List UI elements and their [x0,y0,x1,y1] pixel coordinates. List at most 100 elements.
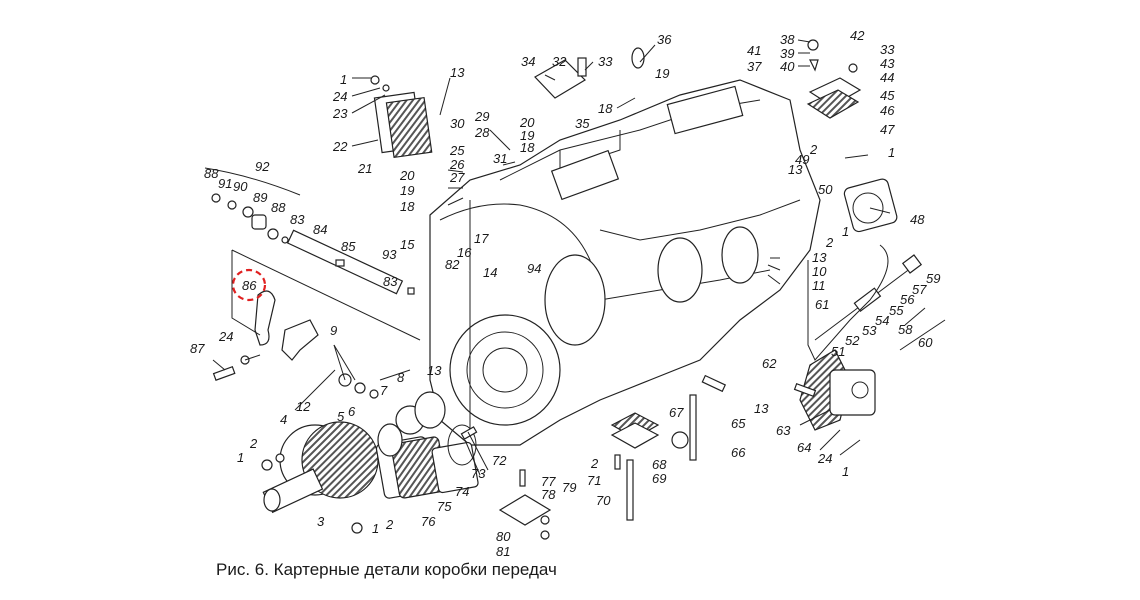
part-label-35: 35 [575,116,590,131]
part-label-43: 43 [880,56,895,71]
cover-22 [370,75,433,159]
part-label-32: 32 [552,54,567,69]
part-label-13: 13 [788,162,803,177]
part-label-18: 18 [520,140,535,155]
part-label-39: 39 [780,46,795,61]
part-label-76: 76 [421,514,436,529]
part-label-13: 13 [754,401,769,416]
part-label-36: 36 [657,32,672,47]
part-label-19: 19 [520,128,535,143]
part-label-28: 28 [475,125,490,140]
part-label-70: 70 [596,493,611,508]
part-label-33: 33 [598,54,613,69]
part-label-13: 13 [812,250,827,265]
highlight-part-86 [231,268,267,302]
part-label-67: 67 [669,405,684,420]
part-label-24: 24 [219,329,234,344]
part-label-59: 59 [926,271,941,286]
part-label-1: 1 [842,224,850,239]
part-label-92: 92 [255,159,270,174]
part-label-94: 94 [527,261,542,276]
part-label-66: 66 [731,445,746,460]
part-label-88: 88 [204,166,219,181]
part-label-75: 75 [437,499,452,514]
part-label-27: 27 [450,170,465,185]
part-label-42: 42 [850,28,865,43]
part-label-1: 1 [842,464,850,479]
cover-80 [498,469,552,540]
part-label-1: 1 [888,145,896,160]
part-label-49: 49 [795,152,810,167]
part-label-64: 64 [797,440,812,455]
part-label-62: 62 [762,356,777,371]
part-label-44: 44 [880,70,895,85]
leader-lines [212,39,946,476]
bracket-86-top [231,249,421,341]
part-label-18: 18 [400,199,415,214]
part-label-14: 14 [483,265,498,280]
part-label-41: 41 [747,43,762,58]
part-label-68: 68 [652,457,667,472]
cover-69 [610,374,817,521]
part-label-78: 78 [541,487,556,502]
part-label-24: 24 [333,89,348,104]
part-label-7: 7 [380,383,388,398]
part-label-87: 87 [190,341,205,356]
part-label-26: 26 [450,157,465,172]
part-label-21: 21 [358,161,373,176]
part-label-74: 74 [455,484,470,499]
part-label-15: 15 [400,237,415,252]
cover-44 [806,39,862,119]
part-label-34: 34 [521,54,536,69]
part-label-18: 18 [598,101,613,116]
part-label-71: 71 [587,473,602,488]
part-label-61: 61 [815,297,830,312]
cover-76 [338,373,479,499]
part-label-77: 77 [541,474,556,489]
figure-caption: Рис. 6. Картерные детали коробки передач [216,560,557,579]
part-label-83: 83 [383,274,398,289]
gearbox-housing [429,79,821,446]
part-label-20: 20 [520,115,535,130]
part-label-55: 55 [889,303,904,318]
part-label-82: 82 [445,257,460,272]
part-label-40: 40 [780,59,795,74]
flange-48 [843,178,898,233]
part-label-23: 23 [333,106,348,121]
part-label-91: 91 [218,176,233,191]
part-label-33: 33 [880,42,895,57]
part-label-29: 29 [475,109,490,124]
part-label-20: 20 [400,168,415,183]
part-label-53: 53 [862,323,877,338]
bolt-87 [212,355,250,381]
part-label-72: 72 [492,453,507,468]
part-label-52: 52 [845,333,860,348]
part-label-17: 17 [474,231,489,246]
part-label-86: 86 [242,278,257,293]
part-label-16: 16 [457,245,472,260]
part-label-11: 11 [812,278,826,293]
part-label-47: 47 [880,122,895,137]
valve-assembly [807,244,923,361]
part-label-2: 2 [591,456,599,471]
part-label-1: 1 [372,521,380,536]
part-label-73: 73 [471,466,486,481]
part-label-48: 48 [910,212,925,227]
part-label-56: 56 [900,292,915,307]
pump-63 [799,349,876,431]
part-label-89: 89 [253,190,268,205]
part-label-45: 45 [880,88,895,103]
part-label-58: 58 [898,322,913,337]
part-label-84: 84 [313,222,328,237]
part-label-46: 46 [880,103,895,118]
bracket-86 [231,250,261,336]
part-label-4: 4 [280,412,288,427]
part-label-38: 38 [780,32,795,47]
part-label-51: 51 [831,344,846,359]
part-label-3: 3 [317,514,325,529]
part-label-25: 25 [450,143,465,158]
part-label-79: 79 [562,480,577,495]
part-label-65: 65 [731,416,746,431]
part-label-57: 57 [912,282,927,297]
